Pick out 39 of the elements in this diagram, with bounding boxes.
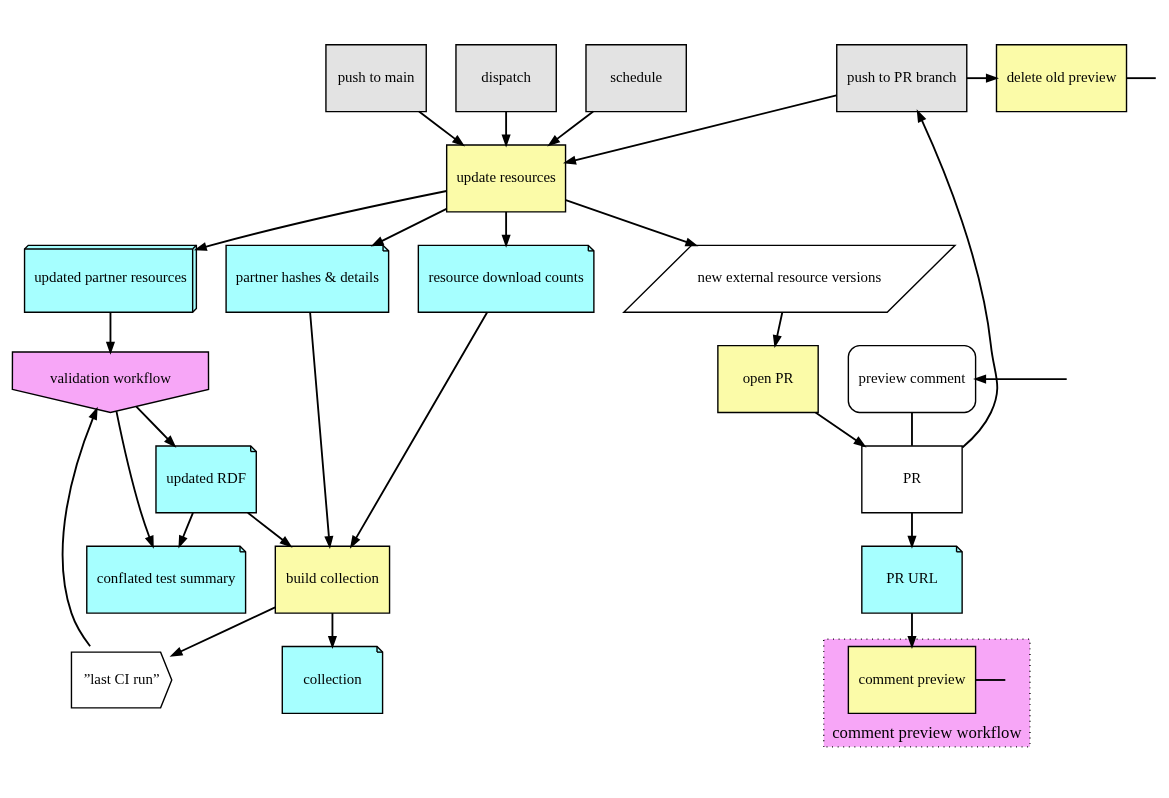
node-box: schedule — [585, 43, 687, 112]
connector — [974, 678, 1007, 681]
arrow — [193, 189, 448, 251]
arrow — [105, 310, 116, 355]
node-box: update resources — [445, 143, 567, 213]
arrow — [135, 405, 177, 448]
arrow — [547, 110, 595, 146]
arrow — [562, 93, 838, 165]
node-box: comment preview — [847, 645, 977, 714]
arrow — [61, 406, 98, 647]
arrow — [115, 409, 154, 549]
node-box: dispatch — [455, 43, 557, 112]
arrow — [907, 611, 917, 649]
arrow — [564, 198, 699, 246]
node-box: build collection — [274, 545, 391, 614]
node-box: push to main — [325, 43, 427, 112]
node-box: open PR — [717, 344, 819, 413]
arrow — [349, 310, 489, 549]
node-box: push to PR branch — [836, 43, 968, 112]
arrow — [309, 310, 334, 549]
arrow — [418, 110, 466, 146]
arrow — [973, 374, 1068, 384]
arrow — [501, 210, 511, 248]
arrow — [178, 511, 194, 549]
connector — [911, 411, 913, 447]
arrow — [169, 605, 277, 657]
arrow — [916, 108, 999, 448]
connector — [1125, 76, 1157, 79]
arrow — [907, 511, 917, 549]
arrow — [966, 73, 999, 83]
node-box: delete old preview — [995, 43, 1128, 112]
arrow — [370, 207, 448, 246]
arrow — [772, 310, 784, 348]
arrow — [501, 110, 511, 148]
node-box: PR — [861, 444, 963, 513]
node-box: preview comment — [847, 344, 977, 413]
arrow — [327, 611, 337, 649]
arrow — [246, 511, 293, 548]
arrow — [814, 411, 867, 447]
